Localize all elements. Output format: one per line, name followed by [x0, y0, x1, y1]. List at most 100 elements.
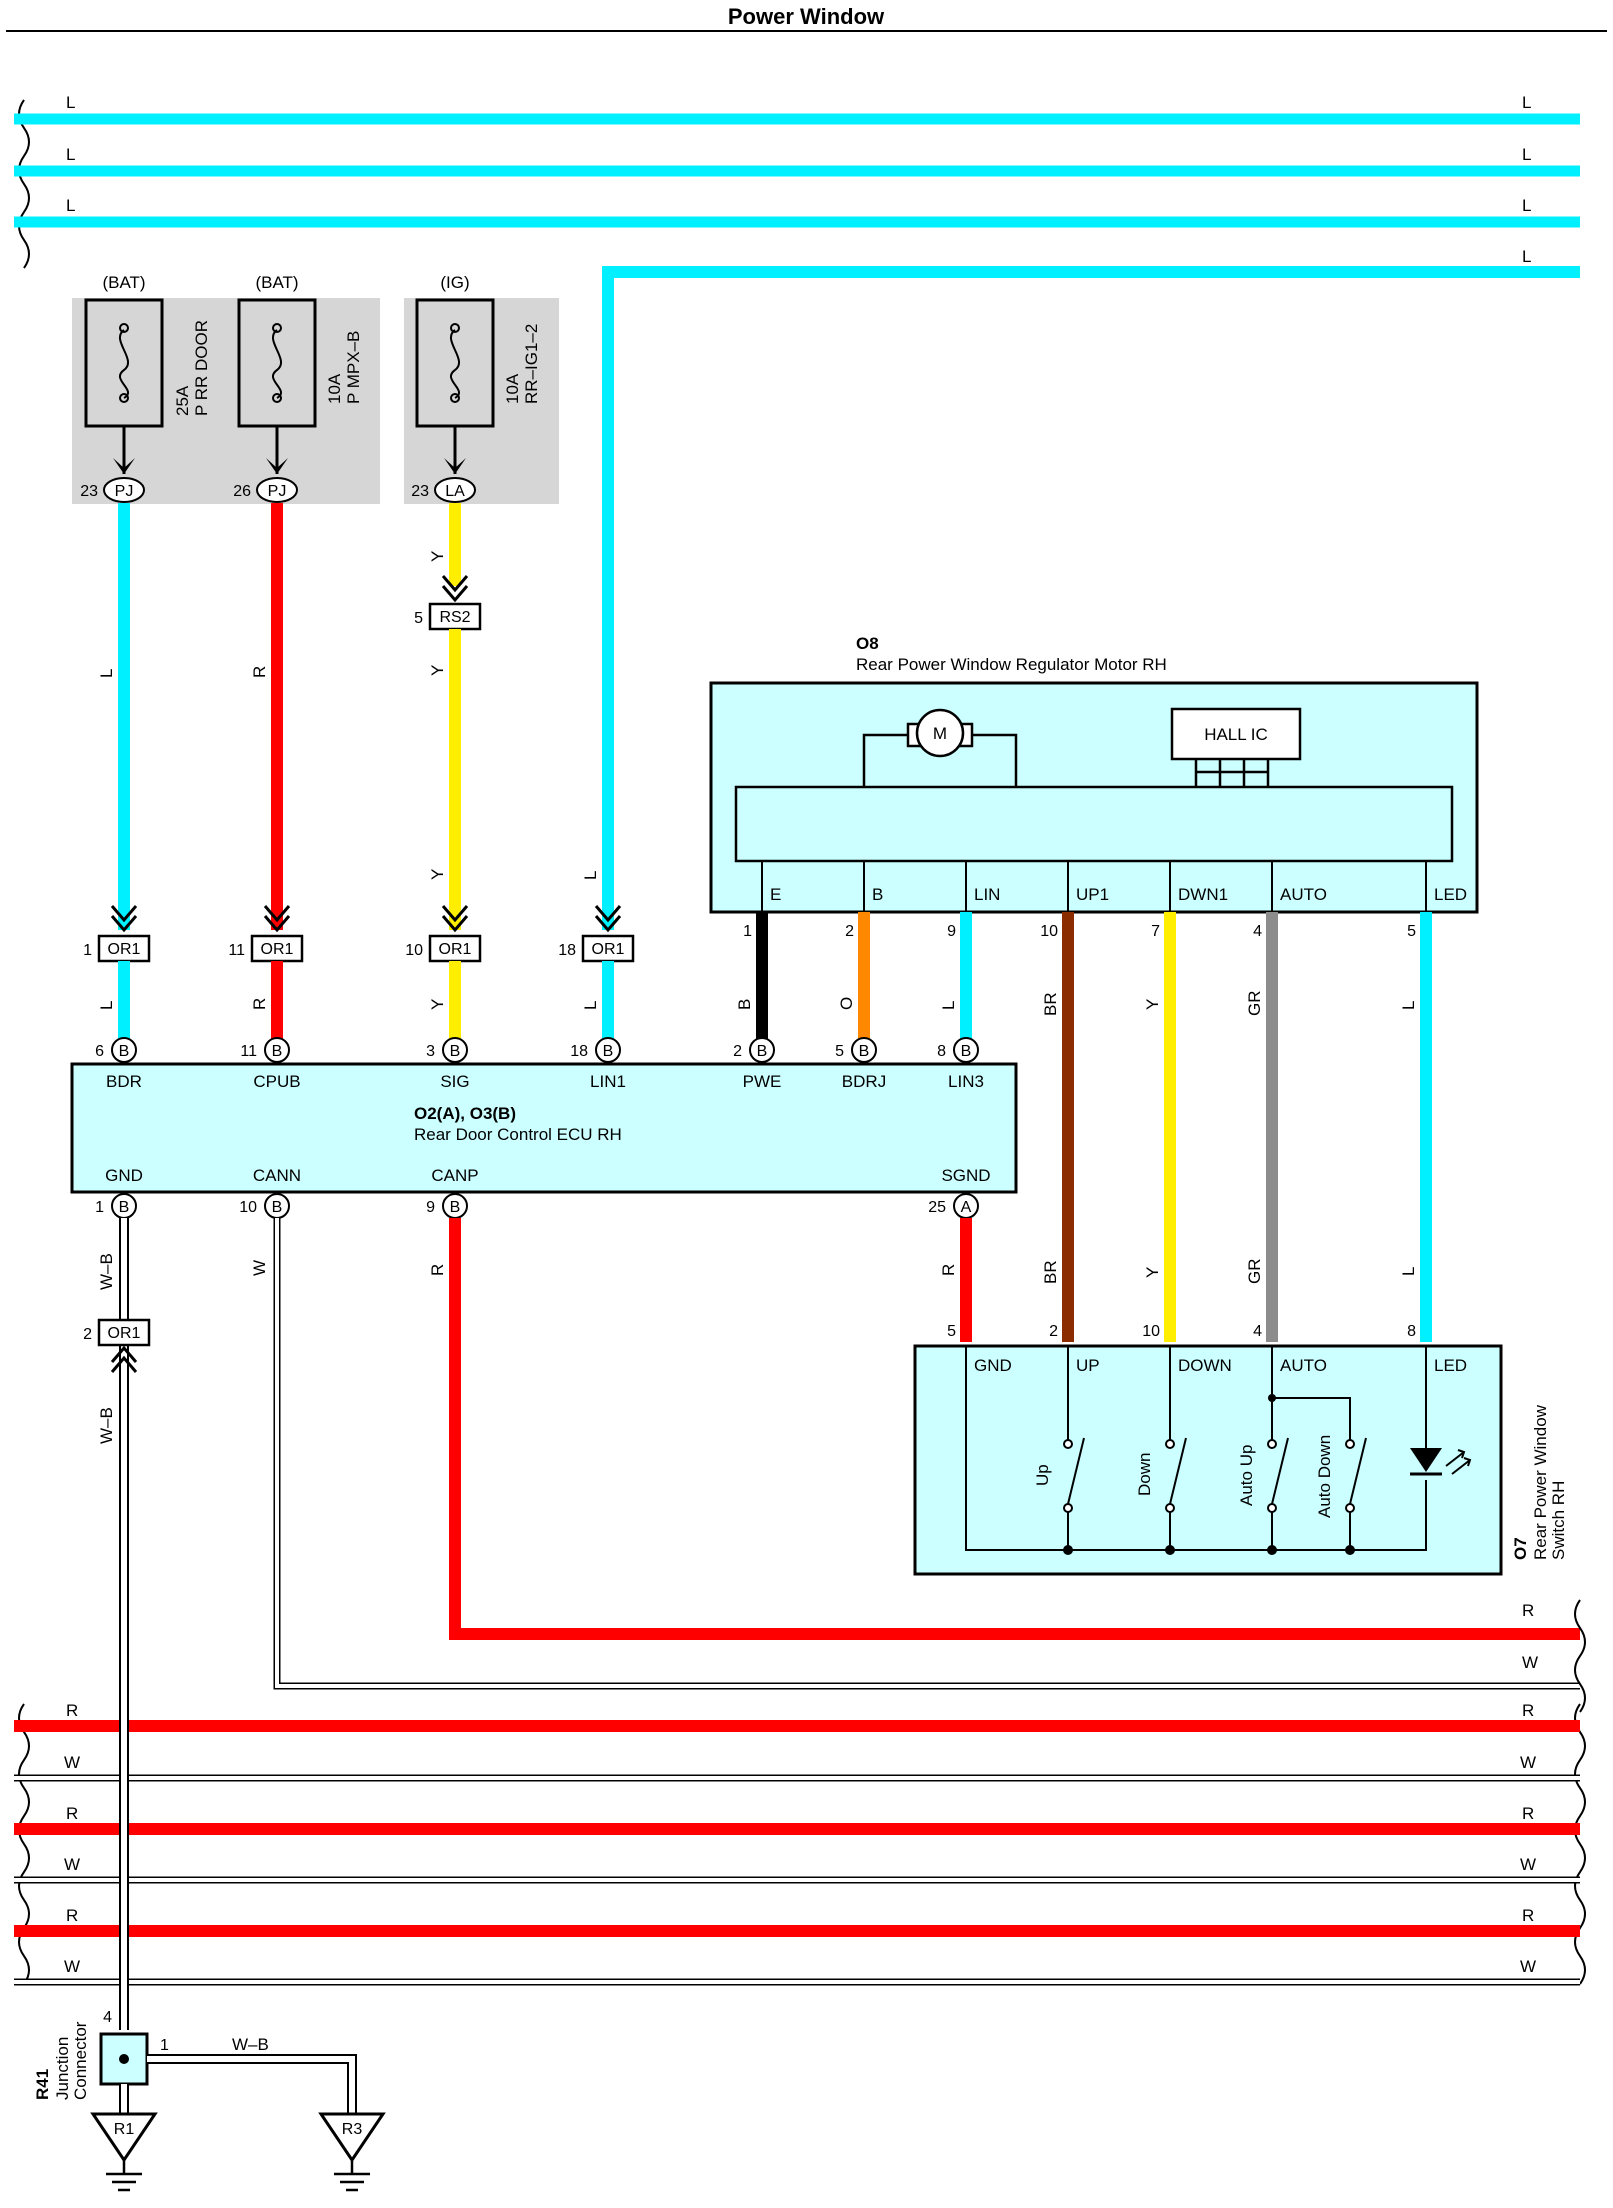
pin-circle — [953, 1037, 979, 1063]
junction-r41: 4 1 W–B R41 Junction Connector — [33, 2009, 357, 2114]
terminal-label: LED — [1434, 1356, 1467, 1375]
page-title: Power Window — [728, 4, 885, 29]
pin-connector: B — [119, 1199, 130, 1216]
component-name: Rear Door Control ECU RH — [414, 1125, 622, 1144]
fuse-name: P RR DOOR — [192, 320, 211, 416]
connector-arrow — [266, 458, 288, 474]
pin-circle — [595, 1037, 621, 1063]
terminal-label: AUTO — [1280, 885, 1327, 904]
terminal-label: B — [872, 885, 883, 904]
hall-ic-pins — [1194, 759, 1270, 787]
wire-color-label: W — [1520, 1957, 1536, 1976]
wire-color-label: B — [735, 999, 754, 1010]
pin-label: BDRJ — [842, 1072, 886, 1091]
fuse-terminal — [450, 393, 460, 403]
pin-connector: B — [272, 1043, 283, 1060]
wire-color-label: W — [64, 1855, 80, 1874]
fuse-name: RR–IG1–2 — [522, 324, 541, 404]
ecu-pin-bdr: 6 B BDR — [95, 1037, 142, 1091]
motor-wires: 1 B 2 O 9 L 10 BR BR 7 Y Y 4 GR GR 5 L L — [735, 912, 1432, 1342]
ecu-pin-lin1: 18 B LIN1 — [570, 1037, 626, 1091]
component-name: Connector — [71, 2021, 90, 2100]
connector-oval — [256, 477, 298, 503]
bottom-bus: R W R W R W R W R W R W — [14, 1700, 1586, 2030]
motor-symbol: M — [933, 724, 947, 743]
pin-label: CPUB — [253, 1072, 300, 1091]
contact-terminal — [1165, 1503, 1175, 1513]
connector-or1 — [250, 934, 304, 963]
break-mark — [18, 1703, 30, 1985]
wire-color-label: L — [66, 145, 75, 164]
pin-label: SGND — [941, 1166, 990, 1185]
pin-circle — [749, 1037, 775, 1063]
pin-number: 5 — [835, 1043, 844, 1060]
led-rays — [1445, 1449, 1472, 1475]
break-mark — [1574, 1599, 1586, 1713]
pin-circle — [111, 1037, 137, 1063]
contact-label: Auto Down — [1315, 1435, 1334, 1518]
ground-icon — [106, 2160, 142, 2192]
pin-number: 1 — [83, 942, 92, 959]
motor-leads — [862, 733, 1018, 787]
wire-color-label: L — [1522, 196, 1531, 215]
wire-color-label: W — [64, 1957, 80, 1976]
or1-connectors: 1 OR1 11 OR1 10 OR1 18 OR1 — [83, 905, 635, 963]
terminal-label: UP — [1076, 1356, 1100, 1375]
wire-w-cann-inner — [275, 1218, 1580, 1688]
pin-connector: B — [603, 1043, 614, 1060]
pin-connector: B — [119, 1043, 130, 1060]
wire-color-label: L — [97, 1001, 116, 1010]
pin-connector: B — [757, 1043, 768, 1060]
wire-color-label: L — [1522, 247, 1531, 266]
pin-label: GND — [105, 1166, 143, 1185]
pin-number: 2 — [845, 923, 854, 940]
connector-arrow — [110, 1345, 138, 1373]
wire-wb-to-r3-outer — [147, 2054, 357, 2114]
pin-number: 4 — [103, 2009, 112, 2026]
pin-connector: B — [272, 1199, 283, 1216]
wire-color-label: Y — [1143, 999, 1162, 1010]
pin-number: 25 — [928, 1199, 946, 1216]
fuse-rating: 10A — [325, 373, 344, 404]
can-bus-wires: W W R R R — [250, 1218, 1586, 1713]
terminal-label: DOWN — [1178, 1356, 1232, 1375]
component-code: O7 — [1511, 1537, 1530, 1560]
pin-label: LIN1 — [590, 1072, 626, 1091]
motor-icon — [915, 708, 965, 758]
contact-blade — [1169, 1437, 1187, 1505]
pin-circle — [442, 1037, 468, 1063]
ecu-pin-bdrj: 5 B BDRJ — [835, 1037, 886, 1091]
contact-label: Up — [1033, 1464, 1052, 1486]
wire-color-label: R — [250, 998, 269, 1010]
ground-code: R1 — [114, 2121, 135, 2138]
fuse-element — [271, 329, 283, 399]
pin-number: 2 — [1049, 1323, 1058, 1340]
pin-number: 23 — [80, 483, 98, 500]
pin-number: 2 — [83, 1326, 92, 1343]
pin-number: 1 — [160, 2037, 169, 2054]
switch-gnd-bus — [965, 1396, 1427, 1551]
wire-wb-to-r3-inner — [147, 2056, 355, 2114]
ecu-pin-canp: CANP 9 B — [426, 1166, 479, 1219]
wire-color-label: R — [1522, 1601, 1534, 1620]
contact-terminal — [1063, 1503, 1073, 1513]
pin-number: 11 — [240, 1043, 257, 1060]
break-mark — [18, 99, 30, 269]
pin-connector: B — [450, 1199, 461, 1216]
connector-arrow — [441, 905, 469, 933]
led-triangle — [1410, 1448, 1442, 1472]
pin-number: 5 — [414, 610, 423, 627]
connector-code: OR1 — [592, 941, 625, 958]
connector-oval — [103, 477, 145, 503]
fuse-terminal — [272, 393, 282, 403]
contact-auto-down: Auto Down — [1315, 1435, 1367, 1555]
ecu-pin-cpub: 11 B CPUB — [240, 1037, 301, 1091]
motor-internal-block — [734, 785, 1454, 863]
fuse-p-rr-door: (BAT) 25A P RR DOOR 23 PJ — [80, 273, 211, 503]
pin-number: 10 — [239, 1199, 257, 1216]
terminal-label: LED — [1434, 885, 1467, 904]
hall-ic-block — [1170, 707, 1302, 761]
wire-color-label: Y — [428, 665, 447, 676]
connector-arrow — [110, 905, 138, 933]
